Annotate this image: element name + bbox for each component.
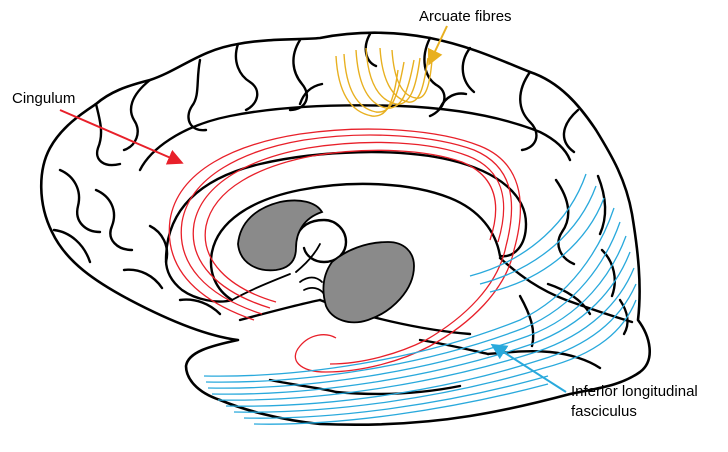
arcuate-fibres-label: Arcuate fibres xyxy=(419,8,512,25)
inferior-longitudinal-label-line1: Inferior longitudinal xyxy=(571,383,698,400)
gyri-sulci xyxy=(54,34,632,394)
cingulum-pointer-arrow xyxy=(60,110,180,162)
ventricle-posterior xyxy=(324,242,414,322)
inferior-longitudinal-label-line2: fasciculus xyxy=(571,403,637,420)
cingulum-label: Cingulum xyxy=(12,90,75,107)
arcuate-pointer-arrow xyxy=(430,26,447,62)
